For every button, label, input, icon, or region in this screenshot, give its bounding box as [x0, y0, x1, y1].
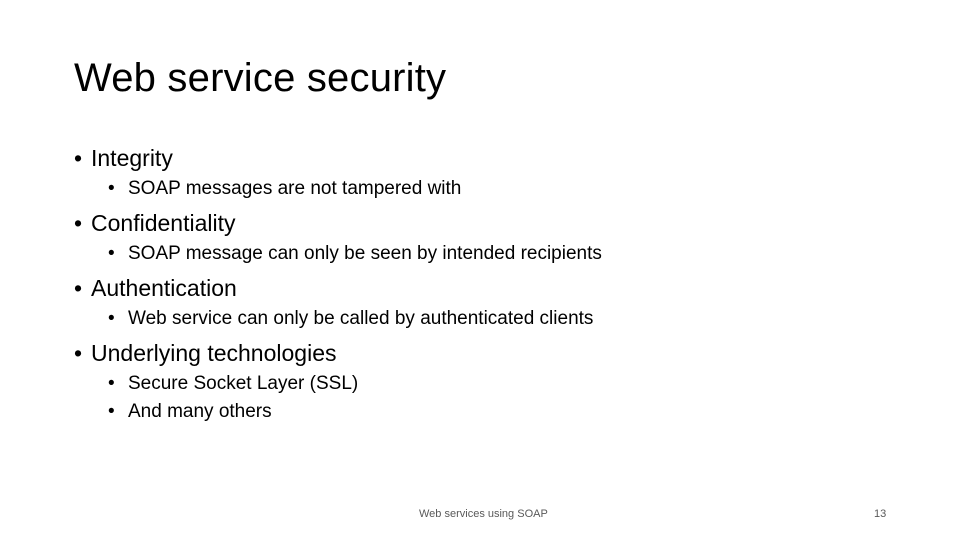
bullet-heading: Integrity — [91, 145, 173, 171]
bullet-integrity: • Integrity — [74, 145, 173, 172]
bullet-icon: • — [108, 243, 115, 264]
bullet-icon: • — [108, 401, 115, 422]
bullet-heading: Confidentiality — [91, 210, 236, 236]
sub-bullet-confidentiality-1: • SOAP message can only be seen by intend… — [108, 243, 602, 265]
sub-bullet-authentication-1: • Web service can only be called by authe… — [108, 308, 593, 330]
bullet-heading: Authentication — [91, 275, 237, 301]
bullet-icon: • — [74, 145, 83, 171]
sub-bullet-text: SOAP messages are not tampered with — [128, 178, 462, 199]
sub-bullet-underlying-1: • Secure Socket Layer (SSL) — [108, 373, 358, 395]
bullet-icon: • — [74, 275, 83, 301]
sub-bullet-text: Web service can only be called by authen… — [128, 308, 594, 329]
bullet-icon: • — [108, 308, 115, 329]
bullet-underlying-technologies: • Underlying technologies — [74, 340, 337, 367]
sub-bullet-integrity-1: • SOAP messages are not tampered with — [108, 178, 461, 200]
footer-title: Web services using SOAP — [419, 508, 548, 520]
sub-bullet-text: Secure Socket Layer (SSL) — [128, 373, 359, 394]
bullet-heading: Underlying technologies — [91, 340, 337, 366]
sub-bullet-underlying-2: • And many others — [108, 401, 272, 423]
bullet-confidentiality: • Confidentiality — [74, 210, 235, 237]
bullet-icon: • — [108, 178, 115, 199]
sub-bullet-text: And many others — [128, 401, 272, 422]
page-number: 13 — [874, 508, 887, 520]
sub-bullet-text: SOAP message can only be seen by intende… — [128, 243, 602, 264]
bullet-icon: • — [108, 373, 115, 394]
slide-title: Web service security — [74, 56, 447, 100]
bullet-icon: • — [74, 340, 83, 366]
bullet-authentication: • Authentication — [74, 275, 237, 302]
bullet-icon: • — [74, 210, 83, 236]
